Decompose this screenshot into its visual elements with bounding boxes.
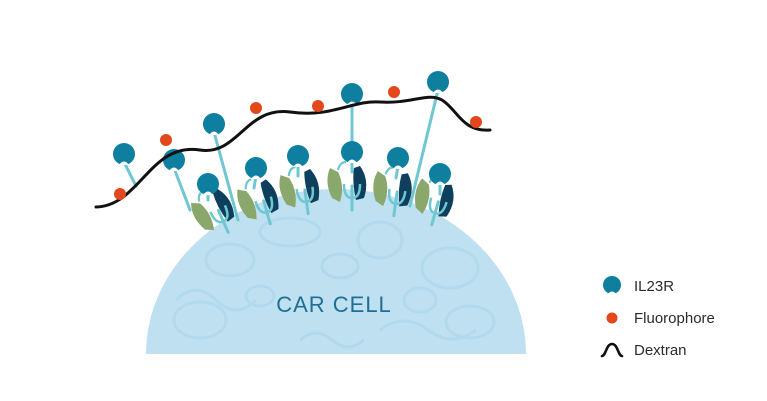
car-receptor bbox=[237, 178, 279, 226]
legend: IL23R Fluorophore Dextran bbox=[598, 270, 715, 366]
legend-item-fluorophore: Fluorophore bbox=[598, 302, 715, 334]
cell-label: CAR CELL bbox=[276, 292, 392, 317]
legend-label: Dextran bbox=[634, 341, 687, 359]
car-receptor bbox=[279, 165, 320, 216]
il23r-protein bbox=[203, 113, 240, 222]
car-cell bbox=[146, 189, 526, 354]
il23r-protein bbox=[113, 143, 138, 188]
car-receptor bbox=[327, 160, 367, 212]
il23r-protein bbox=[341, 83, 363, 147]
fluorophore bbox=[250, 102, 262, 114]
il23r-protein bbox=[408, 71, 449, 208]
legend-label: IL23R bbox=[634, 277, 675, 295]
legend-item-il23r: IL23R bbox=[598, 270, 715, 302]
fluorophore bbox=[470, 116, 482, 128]
fluorophore-dot-icon bbox=[598, 306, 626, 330]
legend-label: Fluorophore bbox=[634, 309, 715, 327]
il23r-protein bbox=[387, 147, 409, 180]
dextran-chain bbox=[94, 95, 492, 209]
il23r-receptor-icon bbox=[598, 274, 626, 298]
il23r-proteins bbox=[113, 71, 451, 222]
il23r-protein bbox=[341, 141, 363, 174]
il23r-protein bbox=[287, 145, 309, 178]
car-receptor bbox=[414, 175, 454, 227]
car-receptors bbox=[191, 160, 454, 234]
il23r-protein bbox=[197, 173, 219, 202]
il23r-protein bbox=[245, 157, 267, 190]
car-receptor bbox=[373, 166, 412, 218]
il23r-protein bbox=[429, 163, 451, 196]
fluorophore bbox=[114, 188, 126, 200]
fluorophore bbox=[388, 86, 400, 98]
fluorophore bbox=[160, 134, 172, 146]
fluorophore bbox=[312, 100, 324, 112]
fluorophores bbox=[114, 86, 482, 200]
legend-item-dextran: Dextran bbox=[598, 334, 715, 366]
dextran-chain-icon bbox=[598, 338, 626, 362]
